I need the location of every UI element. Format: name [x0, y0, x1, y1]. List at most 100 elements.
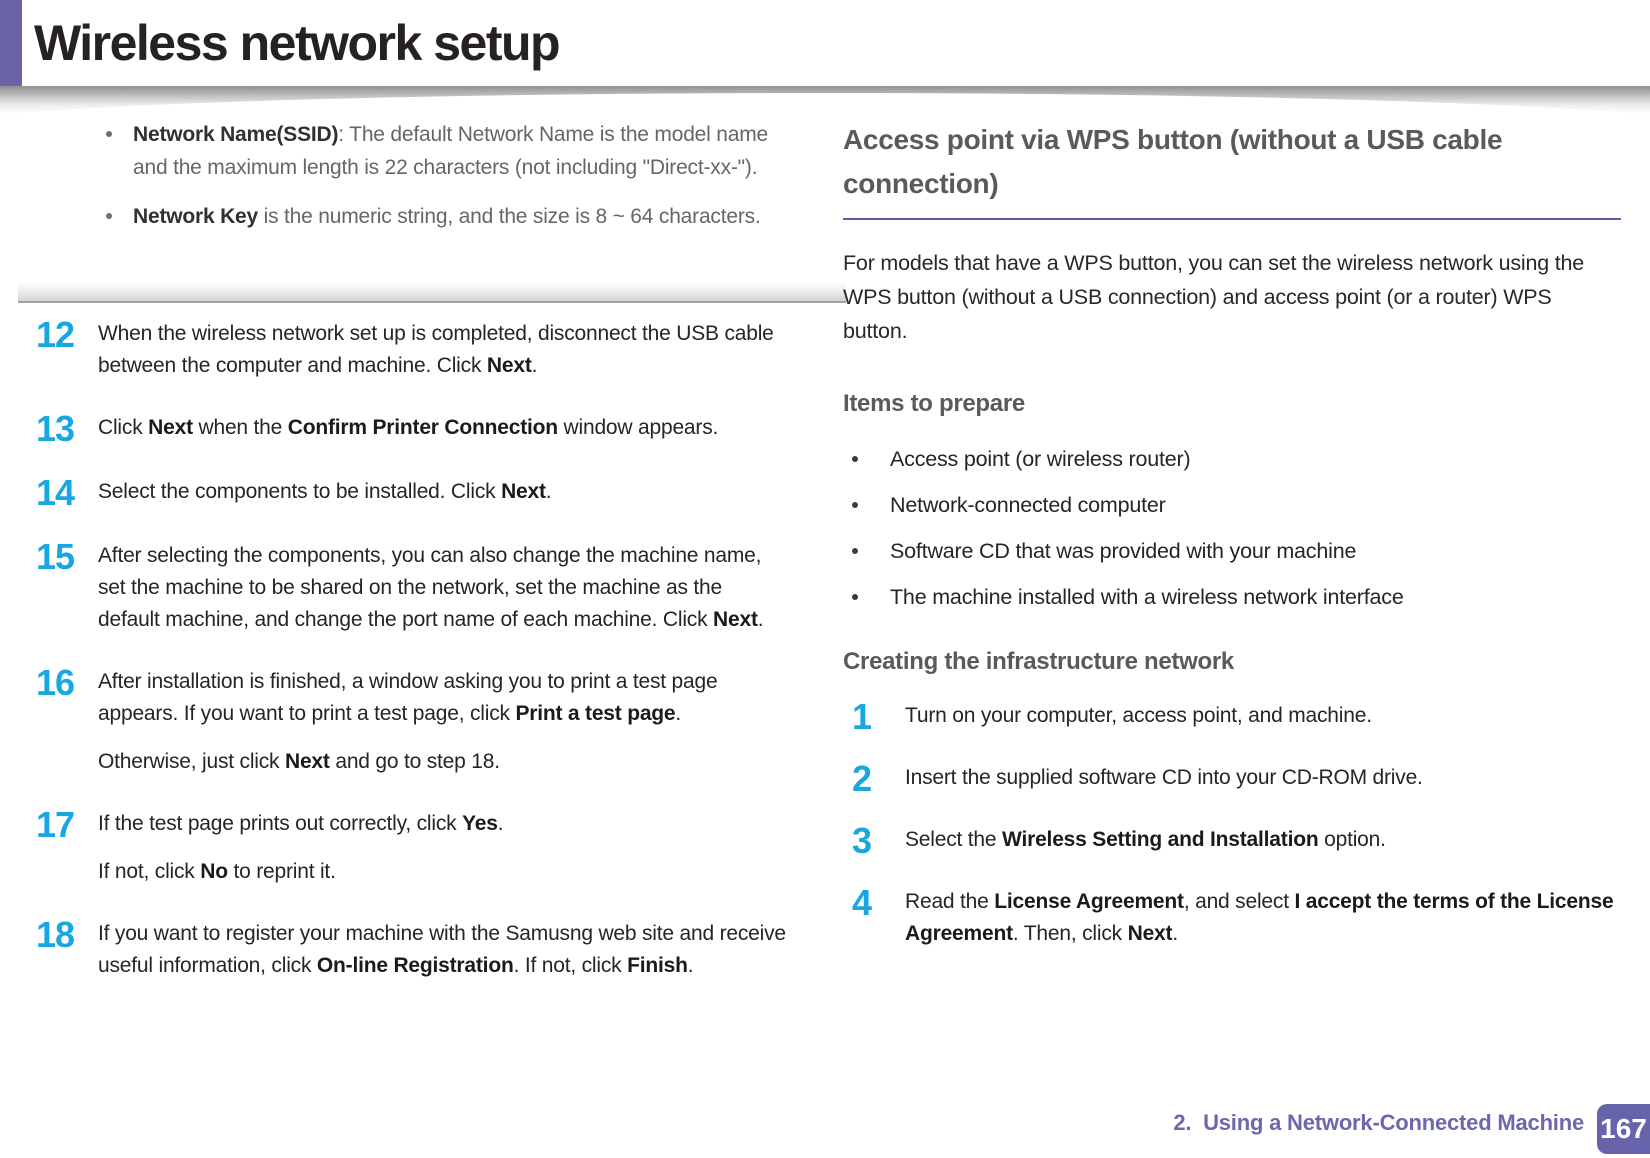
text: Select the: [905, 828, 1003, 851]
text: After installation is finished, a window…: [98, 670, 718, 725]
step-paragraph: After installation is finished, a window…: [98, 666, 788, 730]
list-item-text: Network-connected computer: [890, 493, 1166, 517]
left-step-list: 12 When the wireless network set up is co…: [18, 314, 846, 1012]
bold-text: Network Key: [133, 205, 259, 228]
bold-text: Print a test page: [515, 702, 676, 725]
text: Turn on your computer, access point, and…: [905, 704, 1372, 727]
text: .: [531, 354, 538, 377]
text: is the numeric string, and the size is 8…: [258, 205, 761, 228]
step-text: If the test page prints out correctly, c…: [98, 808, 846, 888]
footer-chapter: 2. Using a Network-Connected Machine: [1173, 1110, 1584, 1135]
text: If not, click: [98, 860, 201, 883]
list-item: Network Key is the numeric string, and t…: [18, 200, 846, 233]
text: Read the: [905, 890, 995, 913]
header-divider-curve: [0, 93, 1650, 114]
right-step-list: 1 Turn on your computer, access point, an…: [843, 696, 1621, 950]
list-item-text: Network Key is the numeric string, and t…: [133, 205, 761, 228]
step-item: 18 If you want to register your machine w…: [18, 914, 846, 982]
step-number: 4: [852, 882, 872, 923]
step-text: After installation is finished, a window…: [98, 666, 846, 778]
text: .: [497, 812, 504, 835]
text: .: [1172, 922, 1178, 945]
step-number: 2: [852, 758, 872, 799]
text: : The default Network Name is the model …: [133, 123, 768, 179]
text: .: [675, 702, 682, 725]
text: option.: [1318, 828, 1386, 851]
text: When the wireless network set up is comp…: [98, 322, 774, 377]
list-item: Network-connected computer: [843, 488, 1621, 522]
text: .: [757, 608, 764, 631]
bold-text: Next: [501, 480, 546, 503]
step-number: 3: [852, 820, 872, 861]
items-list: Access point (or wireless router) Network…: [843, 442, 1621, 614]
step-number: 13: [36, 408, 75, 449]
step-text: Turn on your computer, access point, and…: [905, 700, 1621, 734]
step-number: 18: [36, 914, 75, 955]
step-paragraph: Select the components to be installed. C…: [98, 476, 788, 508]
bold-text: Next: [713, 608, 758, 631]
step-number: 14: [36, 472, 75, 513]
text: , and select: [1183, 890, 1295, 913]
text: and go to step 18.: [329, 750, 500, 773]
bold-text: Next: [284, 750, 330, 773]
bold-text: Next: [486, 354, 532, 377]
step-paragraph: Click Next when the Confirm Printer Conn…: [98, 412, 788, 444]
bullet-dot-icon: [106, 131, 112, 137]
step-text: Read the License Agreement, and select I…: [905, 886, 1621, 950]
bold-text: Wireless Setting and Installation: [1002, 828, 1319, 851]
step-paragraph: Insert the supplied software CD into you…: [905, 762, 1621, 794]
text: to reprint it.: [227, 860, 336, 883]
step-paragraph: If not, click No to reprint it.: [98, 856, 788, 888]
step-item: 1 Turn on your computer, access point, an…: [843, 696, 1621, 737]
step-text: If you want to register your machine wit…: [98, 918, 846, 982]
step-number: 17: [36, 804, 75, 845]
list-item: Access point (or wireless router): [843, 442, 1621, 476]
text: Otherwise, just click: [98, 750, 285, 773]
step-paragraph: If the test page prints out correctly, c…: [98, 808, 788, 840]
text: . Then, click: [1012, 922, 1128, 945]
step-paragraph: After selecting the components, you can …: [98, 540, 788, 636]
text: If the test page prints out correctly, c…: [98, 812, 463, 835]
bullet-dot-icon: [852, 502, 858, 508]
list-item-text: Access point (or wireless router): [890, 447, 1191, 471]
text: Select the components to be installed. C…: [98, 480, 502, 503]
text: .: [545, 480, 552, 503]
bullet-dot-icon: [106, 213, 112, 219]
step-item: 13 Click Next when the Confirm Printer Co…: [18, 408, 846, 449]
section-intro: For models that have a WPS button, you c…: [843, 251, 1585, 343]
text: If you want to register your machine wit…: [98, 922, 786, 977]
step-paragraph: Read the License Agreement, and select I…: [905, 886, 1621, 950]
accent-bar: [0, 0, 22, 90]
note-box-bottom-edge: [18, 282, 846, 303]
step-number: 15: [36, 536, 75, 577]
step-item: 2 Insert the supplied software CD into yo…: [843, 758, 1621, 799]
step-paragraph: If you want to register your machine wit…: [98, 918, 788, 982]
step-number: 12: [36, 314, 75, 355]
list-item-text: Software CD that was provided with your …: [890, 539, 1357, 563]
list-item-text: Network Name(SSID): The default Network …: [133, 123, 768, 179]
bold-text: Next: [148, 416, 193, 439]
items-to-prepare-heading: Items to prepare: [843, 390, 1025, 417]
text: when the: [192, 416, 288, 439]
page-number-badge: 167: [1597, 1104, 1650, 1154]
text: After selecting the components, you can …: [98, 544, 762, 631]
bold-text: License Agreement: [994, 890, 1184, 913]
step-number: 16: [36, 662, 75, 703]
text: . If not, click: [513, 954, 628, 977]
header-divider: [0, 84, 1650, 114]
step-item: 12 When the wireless network set up is co…: [18, 314, 846, 382]
text: Insert the supplied software CD into you…: [905, 766, 1423, 789]
step-item: 3 Select the Wireless Setting and Install…: [843, 820, 1621, 861]
page-title: Wireless network setup: [34, 15, 561, 71]
step-number: 1: [852, 696, 872, 737]
text: .: [687, 954, 694, 977]
step-text: Insert the supplied software CD into you…: [905, 762, 1621, 796]
left-column: Network Name(SSID): The default Network …: [18, 118, 846, 977]
step-text: Select the Wireless Setting and Installa…: [905, 824, 1621, 858]
step-text: After selecting the components, you can …: [98, 540, 846, 636]
step-text: Click Next when the Confirm Printer Conn…: [98, 412, 846, 446]
infrastructure-heading: Creating the infrastructure network: [843, 648, 1234, 675]
bold-text: No: [200, 860, 228, 883]
section-heading: Access point via WPS button (without a U…: [843, 124, 1503, 199]
bullet-dot-icon: [852, 456, 858, 462]
